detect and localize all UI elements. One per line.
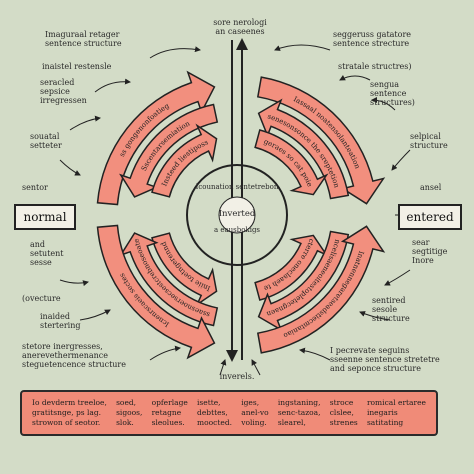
- connector-arrow: [69, 115, 101, 131]
- bottom-label: inverels.: [219, 372, 255, 381]
- ring-arrow-band: [151, 232, 218, 307]
- connector-arrow: [299, 347, 331, 361]
- legend-col-2: soed, sigoos, slok.: [116, 398, 143, 427]
- ring-arrow-band: [257, 230, 350, 332]
- connector-arrow: [371, 97, 396, 111]
- top-left-label: Imaguraal retager sentence structure: [45, 30, 122, 48]
- ring-arrow-band: [254, 234, 329, 301]
- left-label-3: souatal setteter: [30, 132, 62, 150]
- connector-arrow: [149, 46, 201, 59]
- ring-arrow-band: [151, 123, 218, 198]
- connector-arrow: [339, 75, 371, 81]
- ring-arrow-band: [254, 129, 329, 196]
- ring-arrow-band: [256, 76, 386, 205]
- right-label-2: sengua sentence structures): [370, 80, 415, 107]
- left-label-7: inaided stertering: [40, 312, 81, 330]
- normal-box: normal: [14, 204, 76, 230]
- entered-box: entered: [398, 204, 462, 230]
- center-lower-text: a eausbokigs: [213, 226, 261, 234]
- ring-arrow-band: [119, 232, 219, 327]
- top-right-label: seggeruss gatatore sentence strecture: [333, 30, 412, 48]
- right-label-1: stratale structres): [338, 62, 412, 71]
- legend-col-1: Io devderm treeloe, gratitsnge, ps lag. …: [32, 398, 107, 427]
- left-label-8: stetore inergresses, anerevethermenance …: [22, 342, 126, 369]
- ring-arrow-band: [257, 98, 350, 200]
- connector-arrow: [274, 44, 331, 51]
- right-label-5: sear segtitige Inore: [412, 238, 448, 265]
- center-hub: [218, 196, 256, 234]
- connector-arrow: [219, 359, 227, 376]
- ring-arrow-band: [96, 224, 216, 360]
- right-label-3: selpical structure: [410, 132, 448, 150]
- ring-arrow-band: [256, 225, 386, 354]
- ring-arrow-band: [119, 103, 219, 198]
- center-upper-text: Icounation sentetrebon: [195, 183, 279, 191]
- connector-arrow: [59, 279, 89, 287]
- legend-col-7: stroce clslee, strenes: [329, 398, 358, 427]
- connector-arrow: [149, 345, 181, 361]
- right-label-7: I pecrevate seguins sseenne sentence str…: [330, 346, 440, 373]
- left-label-5: and setutent sesse: [30, 240, 64, 267]
- left-label-6: (ovecture: [22, 294, 61, 303]
- legend-col-3: opferlage retagne sleolues.: [151, 398, 188, 427]
- connector-arrow: [391, 149, 411, 171]
- connector-arrow: [94, 78, 131, 93]
- legend-col-5: iges, anel-vo voling.: [241, 398, 269, 427]
- right-label-4: ansel: [420, 183, 442, 192]
- top-center-label: sore nerologi an caseenes: [213, 18, 267, 36]
- left-label-2: seracled sepsice irregressen: [40, 78, 87, 105]
- right-label-6: sentired sesole structure: [372, 296, 410, 323]
- ring-arrow-band: [96, 70, 216, 206]
- legend-col-8: romical ertaree inegaris satitating: [366, 398, 426, 427]
- left-label-4: sentor: [22, 183, 48, 192]
- legend-panel: Io devderm treeloe, gratitsnge, ps lag. …: [20, 390, 438, 436]
- left-label-1: inaistel restensle: [42, 62, 112, 71]
- legend-col-4: isette, debttes, moocted.: [197, 398, 233, 427]
- center-title: Inverted: [218, 209, 256, 219]
- connector-arrow: [79, 309, 111, 321]
- connector-arrow: [251, 359, 261, 376]
- connector-arrow: [359, 311, 391, 321]
- connector-arrow: [384, 269, 411, 286]
- center-circle: [186, 164, 288, 266]
- legend-col-6: ingstaning, senc-tazoa, slearel,: [277, 398, 321, 427]
- connector-arrow: [59, 159, 81, 176]
